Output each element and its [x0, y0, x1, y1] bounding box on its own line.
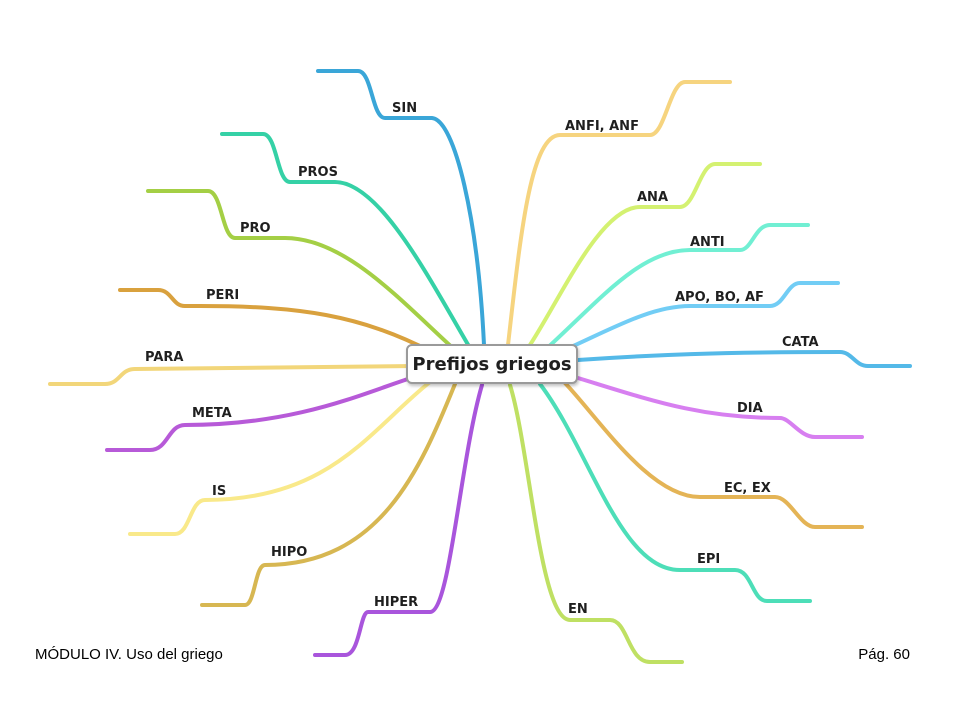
branch-line-en [508, 383, 684, 664]
branch-label-apo-bo-af: APO, BO, AF [675, 290, 764, 305]
branch-label-sin: SIN [392, 101, 417, 116]
branch-line-para [48, 364, 417, 386]
branch-label-para: PARA [145, 350, 183, 365]
branch-line-epi [538, 382, 812, 603]
branch-line-peri [118, 288, 434, 354]
branch-line-hiper [313, 383, 484, 657]
branch-line-anti [543, 223, 810, 352]
branch-label-cata: CATA [782, 335, 819, 350]
branch-line-hipo [200, 382, 457, 607]
branch-line-sin [316, 69, 486, 347]
branch-label-pro: PRO [240, 221, 271, 236]
branch-label-ec-ex: EC, EX [724, 481, 771, 496]
branch-line-ec-ex [563, 381, 864, 529]
branch-label-pros: PROS [298, 165, 338, 180]
branch-label-anfi-anf: ANFI, ANF [565, 119, 639, 134]
branch-label-hiper: HIPER [374, 595, 418, 610]
branch-line-cata [576, 350, 912, 368]
branch-label-anti: ANTI [690, 235, 725, 250]
branch-line-ana [526, 162, 762, 350]
footer-module-title: MÓDULO IV. Uso del griego [35, 646, 223, 663]
footer-page-number: Pág. 60 [858, 646, 910, 663]
branch-label-en: EN [568, 602, 588, 617]
central-topic: Prefijos griegos [406, 344, 578, 384]
branch-line-pro [146, 189, 457, 352]
branch-line-is [128, 380, 432, 536]
branch-label-epi: EPI [697, 552, 720, 567]
branch-line-anfi-anf [506, 80, 732, 347]
branch-line-dia [576, 376, 864, 439]
branch-line-pros [220, 132, 472, 350]
branch-line-apo-bo-af [558, 281, 840, 354]
branch-label-dia: DIA [737, 401, 763, 416]
branch-label-ana: ANA [637, 190, 668, 205]
branch-label-meta: META [192, 406, 232, 421]
central-topic-title: Prefijos griegos [412, 353, 572, 375]
branch-label-is: IS [212, 484, 226, 499]
branch-label-hipo: HIPO [271, 545, 307, 560]
branch-line-meta [105, 373, 422, 452]
branch-label-peri: PERI [206, 288, 239, 303]
